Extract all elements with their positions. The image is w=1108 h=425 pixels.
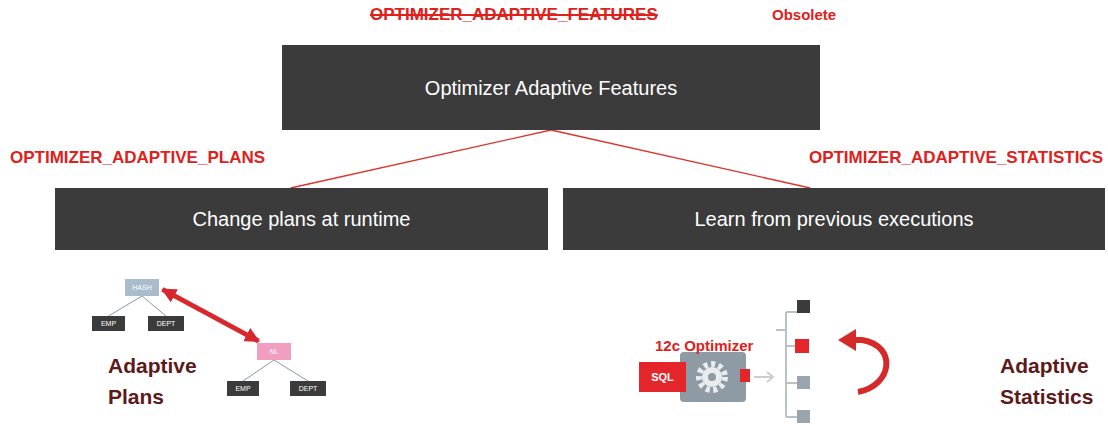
gear-hub <box>708 373 716 381</box>
feature-box: Optimizer Adaptive Features <box>282 45 820 130</box>
optimizer-illustration <box>680 300 886 423</box>
node-text: DEPT <box>299 385 318 393</box>
plan-step <box>797 376 810 389</box>
parameter-name: OPTIMIZER_ADAPTIVE_STATISTICS <box>809 148 1103 168</box>
node-text: HASH <box>132 284 151 292</box>
node-text: EMP <box>235 385 250 393</box>
table-box: EMP <box>227 381 259 396</box>
plan-operator: NL <box>257 343 291 360</box>
illustration-caption: 12c Optimizer <box>655 337 753 355</box>
plan-tree-lines <box>776 312 797 417</box>
obsolete-parameter: OPTIMIZER_ADAPTIVE_FEATURES <box>370 5 658 25</box>
flow-arrow <box>754 372 773 382</box>
node-text: Optimizer Adaptive Features <box>425 77 677 99</box>
feature-box: Change plans at runtime <box>55 188 548 250</box>
status-note: Obsolete <box>772 6 836 24</box>
table-box: EMP <box>92 316 125 331</box>
tree-line <box>109 296 143 316</box>
tree-line <box>243 360 274 381</box>
table-box: DEPT <box>290 381 326 396</box>
feature-caption: Adaptive Plans <box>108 350 212 412</box>
node-text: Learn from previous executions <box>694 208 973 230</box>
feedback-arrow <box>852 340 886 392</box>
parameter-name: OPTIMIZER_ADAPTIVE_PLANS <box>10 148 265 168</box>
table-box: DEPT <box>148 316 184 331</box>
node-text: DEPT <box>157 320 176 328</box>
plan-step <box>797 410 810 423</box>
node-text: Change plans at runtime <box>193 208 411 230</box>
hierarchy-line <box>291 130 551 188</box>
feature-caption: Adaptive Statistics <box>1000 350 1104 412</box>
tree-line <box>274 360 308 381</box>
sql-box: SQL <box>639 362 686 392</box>
gear-body <box>702 367 722 387</box>
output-port <box>740 369 750 382</box>
tree-line <box>142 296 166 316</box>
gear-teeth <box>699 364 725 390</box>
plan-operator: HASH <box>125 279 159 296</box>
optimizer-device <box>680 352 746 402</box>
node-text: SQL <box>651 371 674 383</box>
plan-step <box>795 339 809 353</box>
node-text: NL <box>270 348 279 356</box>
node-text: EMP <box>101 320 116 328</box>
hierarchy-line <box>551 130 810 188</box>
plan-step <box>797 300 810 313</box>
feature-box: Learn from previous executions <box>563 188 1105 250</box>
feedback-arrow-head <box>838 329 856 351</box>
